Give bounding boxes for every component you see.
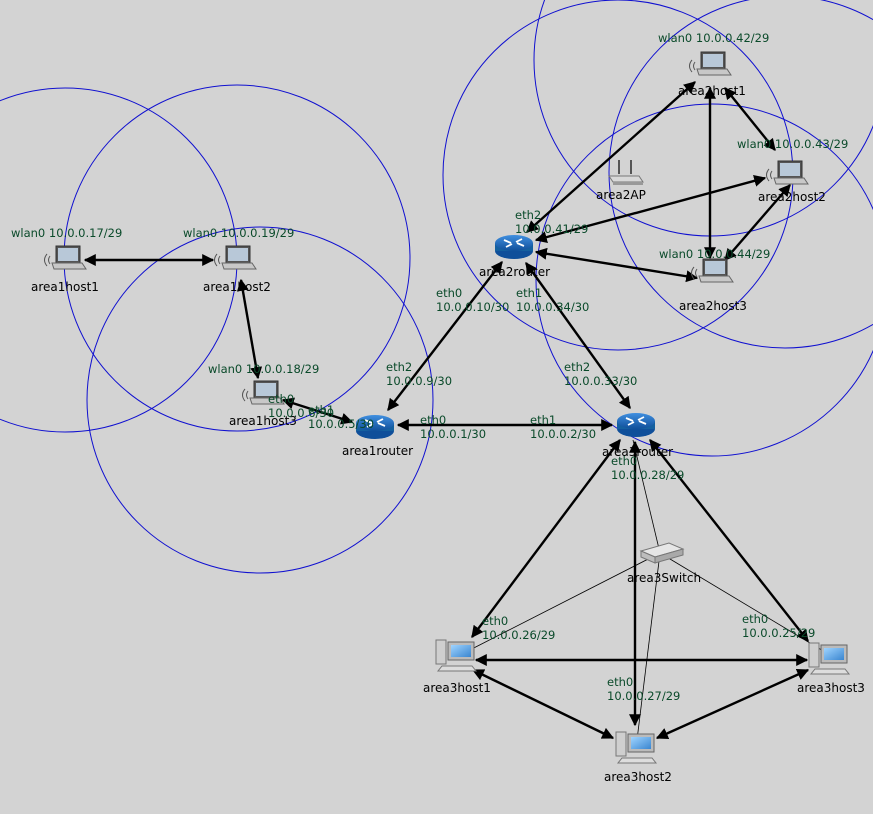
area2host1-name: area2host1 — [678, 84, 746, 98]
area1host3-laptop-icon[interactable] — [242, 380, 285, 405]
area3host1-name: area3host1 — [423, 681, 491, 695]
area2router-name: area2router — [479, 265, 550, 279]
area3host2-desktop-icon[interactable] — [615, 731, 658, 764]
area3host3-desktop-icon[interactable] — [808, 642, 851, 675]
area2host3-laptop-icon[interactable] — [691, 258, 734, 283]
area1host1-name: area1host1 — [31, 280, 99, 294]
area1host2-laptop-icon[interactable] — [214, 245, 257, 270]
link-a3router-a3h3 — [649, 439, 809, 642]
area2host3-name: area2host3 — [679, 299, 747, 313]
area1router-router-icon[interactable] — [356, 415, 394, 439]
area2AP-name: area2AP — [596, 188, 646, 202]
area3Switch-switch-icon[interactable] — [639, 542, 685, 564]
area1host2-wlan0-label: wlan0 10.0.0.19/29 — [183, 226, 294, 240]
labels: area1host1 wlan0 10.0.0.17/29 area1host2 wl… — [11, 31, 865, 784]
area1host2-name: area1host2 — [203, 280, 271, 294]
link-a2h2-a2h3 — [724, 184, 791, 261]
link-a3router-a3h1 — [471, 439, 621, 638]
range-area2AP — [442, 0, 794, 351]
link-a2h1-a2h2 — [724, 87, 776, 151]
area3router-name: area3router — [602, 445, 673, 459]
link-a3h2-a3h3 — [655, 668, 810, 740]
area1host1-laptop-icon[interactable] — [44, 245, 87, 270]
link-a2router-a3router — [525, 262, 631, 409]
area1host1-wlan0-label: wlan0 10.0.0.17/29 — [11, 226, 122, 240]
link-a2router-a2h1 — [526, 81, 696, 233]
area3Switch-name: area3Switch — [627, 571, 701, 585]
area3host1-desktop-icon[interactable] — [435, 639, 478, 672]
area3router-router-icon[interactable] — [617, 413, 655, 437]
link-a1router-a2router — [387, 261, 503, 411]
area1host3-wlan0-label: wlan0 10.0.0.18/29 — [208, 362, 319, 376]
links — [83, 81, 810, 740]
area2host2-wlan0-label: wlan0 10.0.0.43/29 — [737, 137, 848, 151]
link-a2router-a2h3 — [534, 247, 699, 283]
area2router-router-icon[interactable] — [495, 235, 533, 259]
area2AP-access-point-icon[interactable] — [608, 160, 644, 185]
area1host3-name: area1host3 — [229, 414, 297, 428]
area2host2-name: area2host2 — [758, 190, 826, 204]
area1router-name: area1router — [342, 444, 413, 458]
link-a1h3-a1router — [281, 397, 354, 425]
area2host2-laptop-icon[interactable] — [766, 160, 809, 185]
nodes — [44, 51, 851, 764]
area3host2-name: area3host2 — [604, 770, 672, 784]
area3host3-name: area3host3 — [797, 681, 865, 695]
area2host1-wlan0-label: wlan0 10.0.0.42/29 — [658, 31, 769, 45]
area2host3-wlan0-label: wlan0 10.0.0.44/29 — [659, 247, 770, 261]
link-a1h2-a1h3 — [236, 278, 263, 380]
link-a3h1-a3h2 — [471, 668, 615, 740]
range-area2host2 — [608, 0, 873, 349]
area2host1-laptop-icon[interactable] — [689, 51, 732, 76]
